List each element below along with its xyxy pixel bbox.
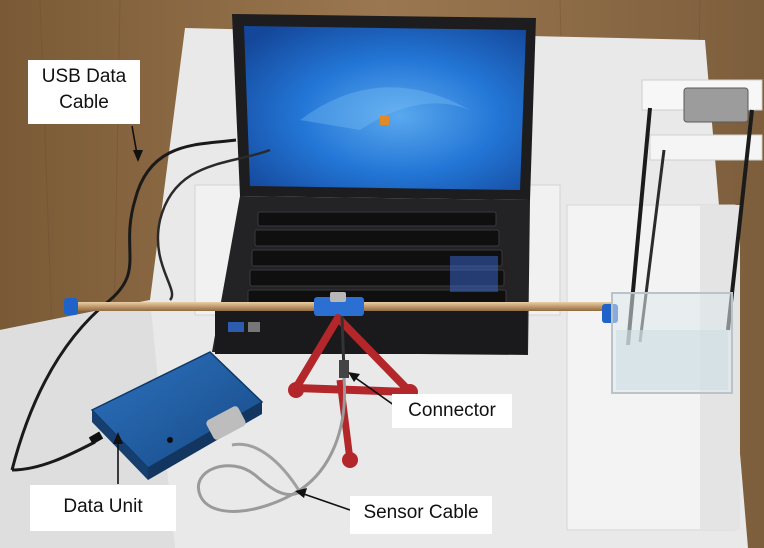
stand-foot-left (288, 382, 304, 398)
db-connector (206, 406, 246, 440)
rod-cap-left (64, 298, 78, 315)
laptop-sticker-2 (248, 322, 260, 332)
usb-port (88, 431, 104, 445)
usb-data-cable (10, 138, 237, 471)
laptop-keyboard (247, 211, 507, 305)
label-connector: Connector (392, 394, 512, 428)
arrow-connector (349, 373, 399, 409)
usb-data-cable-2 (156, 148, 271, 301)
laptop-sticker (228, 322, 244, 332)
label-data-unit: Data Unit (30, 485, 176, 531)
label-usb-data-cable: USB Data Cable (28, 60, 140, 124)
screen-wallpaper-swirl (300, 87, 470, 130)
usb-data-cable-3 (11, 440, 96, 472)
arrow-heads (113, 150, 360, 498)
label-usb-line-1: USB Data (41, 66, 127, 87)
stand-leg-front (336, 379, 354, 461)
sensor-tower (611, 79, 763, 394)
label-usb-line-2: Cable (59, 92, 109, 113)
laptop (212, 14, 536, 355)
red-sensor-stand (292, 314, 414, 396)
screen-icon (380, 116, 389, 125)
rod-clamp-screw (330, 292, 346, 302)
rod-clamp (314, 297, 364, 316)
laptop-screen (244, 26, 526, 190)
connector-plug (339, 360, 349, 378)
water-tank-water (616, 330, 728, 390)
label-sensor-cable: Sensor Cable (350, 496, 492, 534)
sensor-cable (196, 377, 347, 513)
data-unit-box (88, 351, 264, 480)
arrow-sensor-cable (297, 491, 351, 511)
tower-mid-bracket (649, 134, 763, 161)
ultrasonic-sensor (683, 87, 749, 123)
sensor-cable-to-unit (231, 442, 302, 493)
status-led (167, 437, 173, 443)
keyboard-arrow-cluster (450, 256, 498, 292)
